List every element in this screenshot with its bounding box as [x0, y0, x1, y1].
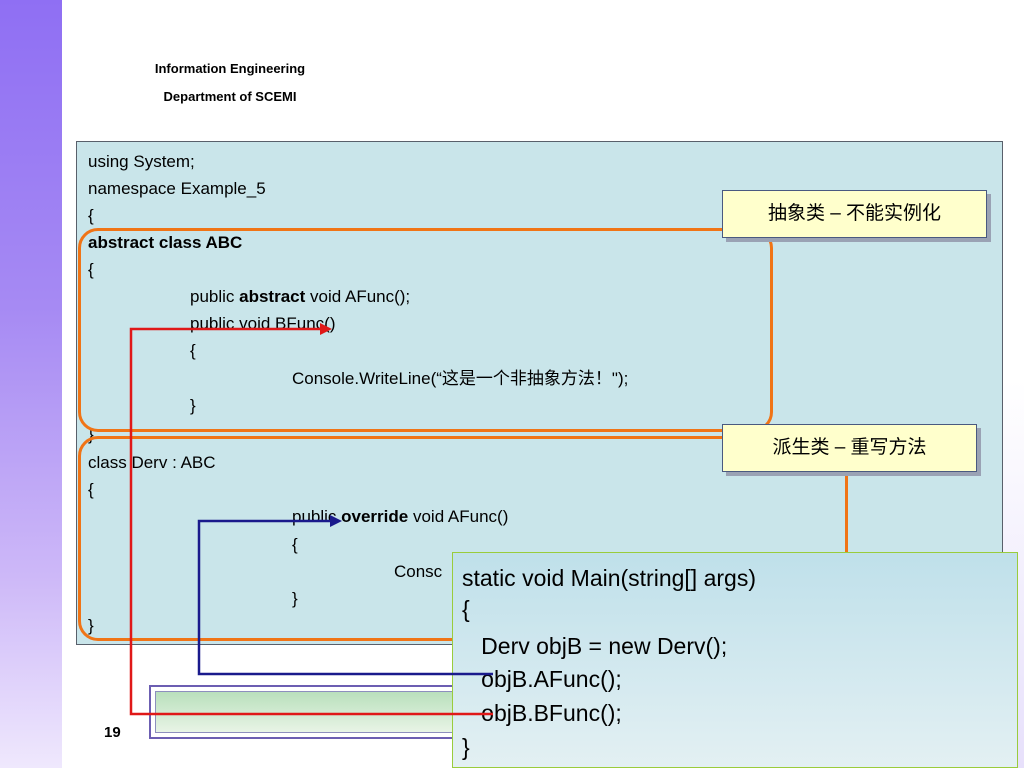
- code-line: {: [88, 206, 94, 225]
- code-line: abstract class ABC: [88, 233, 243, 252]
- main-code-line: }: [462, 734, 470, 760]
- code-line: namespace Example_5: [88, 179, 266, 198]
- code-keyword: abstract: [239, 287, 306, 306]
- abstract-class-highlight: [78, 228, 773, 432]
- header-line-1: Information Engineering: [154, 61, 306, 76]
- main-code-line: static void Main(string[] args): [462, 565, 756, 591]
- header-line-2: Department of SCEMI: [163, 89, 297, 104]
- code-token: public: [190, 287, 240, 306]
- page-number: 19: [104, 724, 121, 741]
- derived-class-label: 派生类 – 重写方法: [722, 424, 977, 472]
- abstract-class-label: 抽象类 – 不能实例化: [722, 190, 987, 238]
- code-line: }: [88, 425, 94, 444]
- code-line: {: [88, 260, 94, 279]
- main-code-line: {: [462, 596, 470, 622]
- code-line: {: [88, 480, 94, 499]
- code-line: public abstract void AFunc();: [190, 287, 410, 307]
- main-code-line: Derv objB = new Derv();: [462, 633, 728, 659]
- bottom-bar: [149, 685, 459, 739]
- main-code-line: objB.BFunc();: [462, 700, 622, 726]
- main-code-line: objB.AFunc();: [462, 666, 622, 692]
- code-line: using System;: [88, 152, 195, 171]
- sidebar-gradient: [0, 0, 62, 768]
- code-token: void AFunc();: [305, 287, 411, 306]
- main-method-box: [452, 552, 1018, 768]
